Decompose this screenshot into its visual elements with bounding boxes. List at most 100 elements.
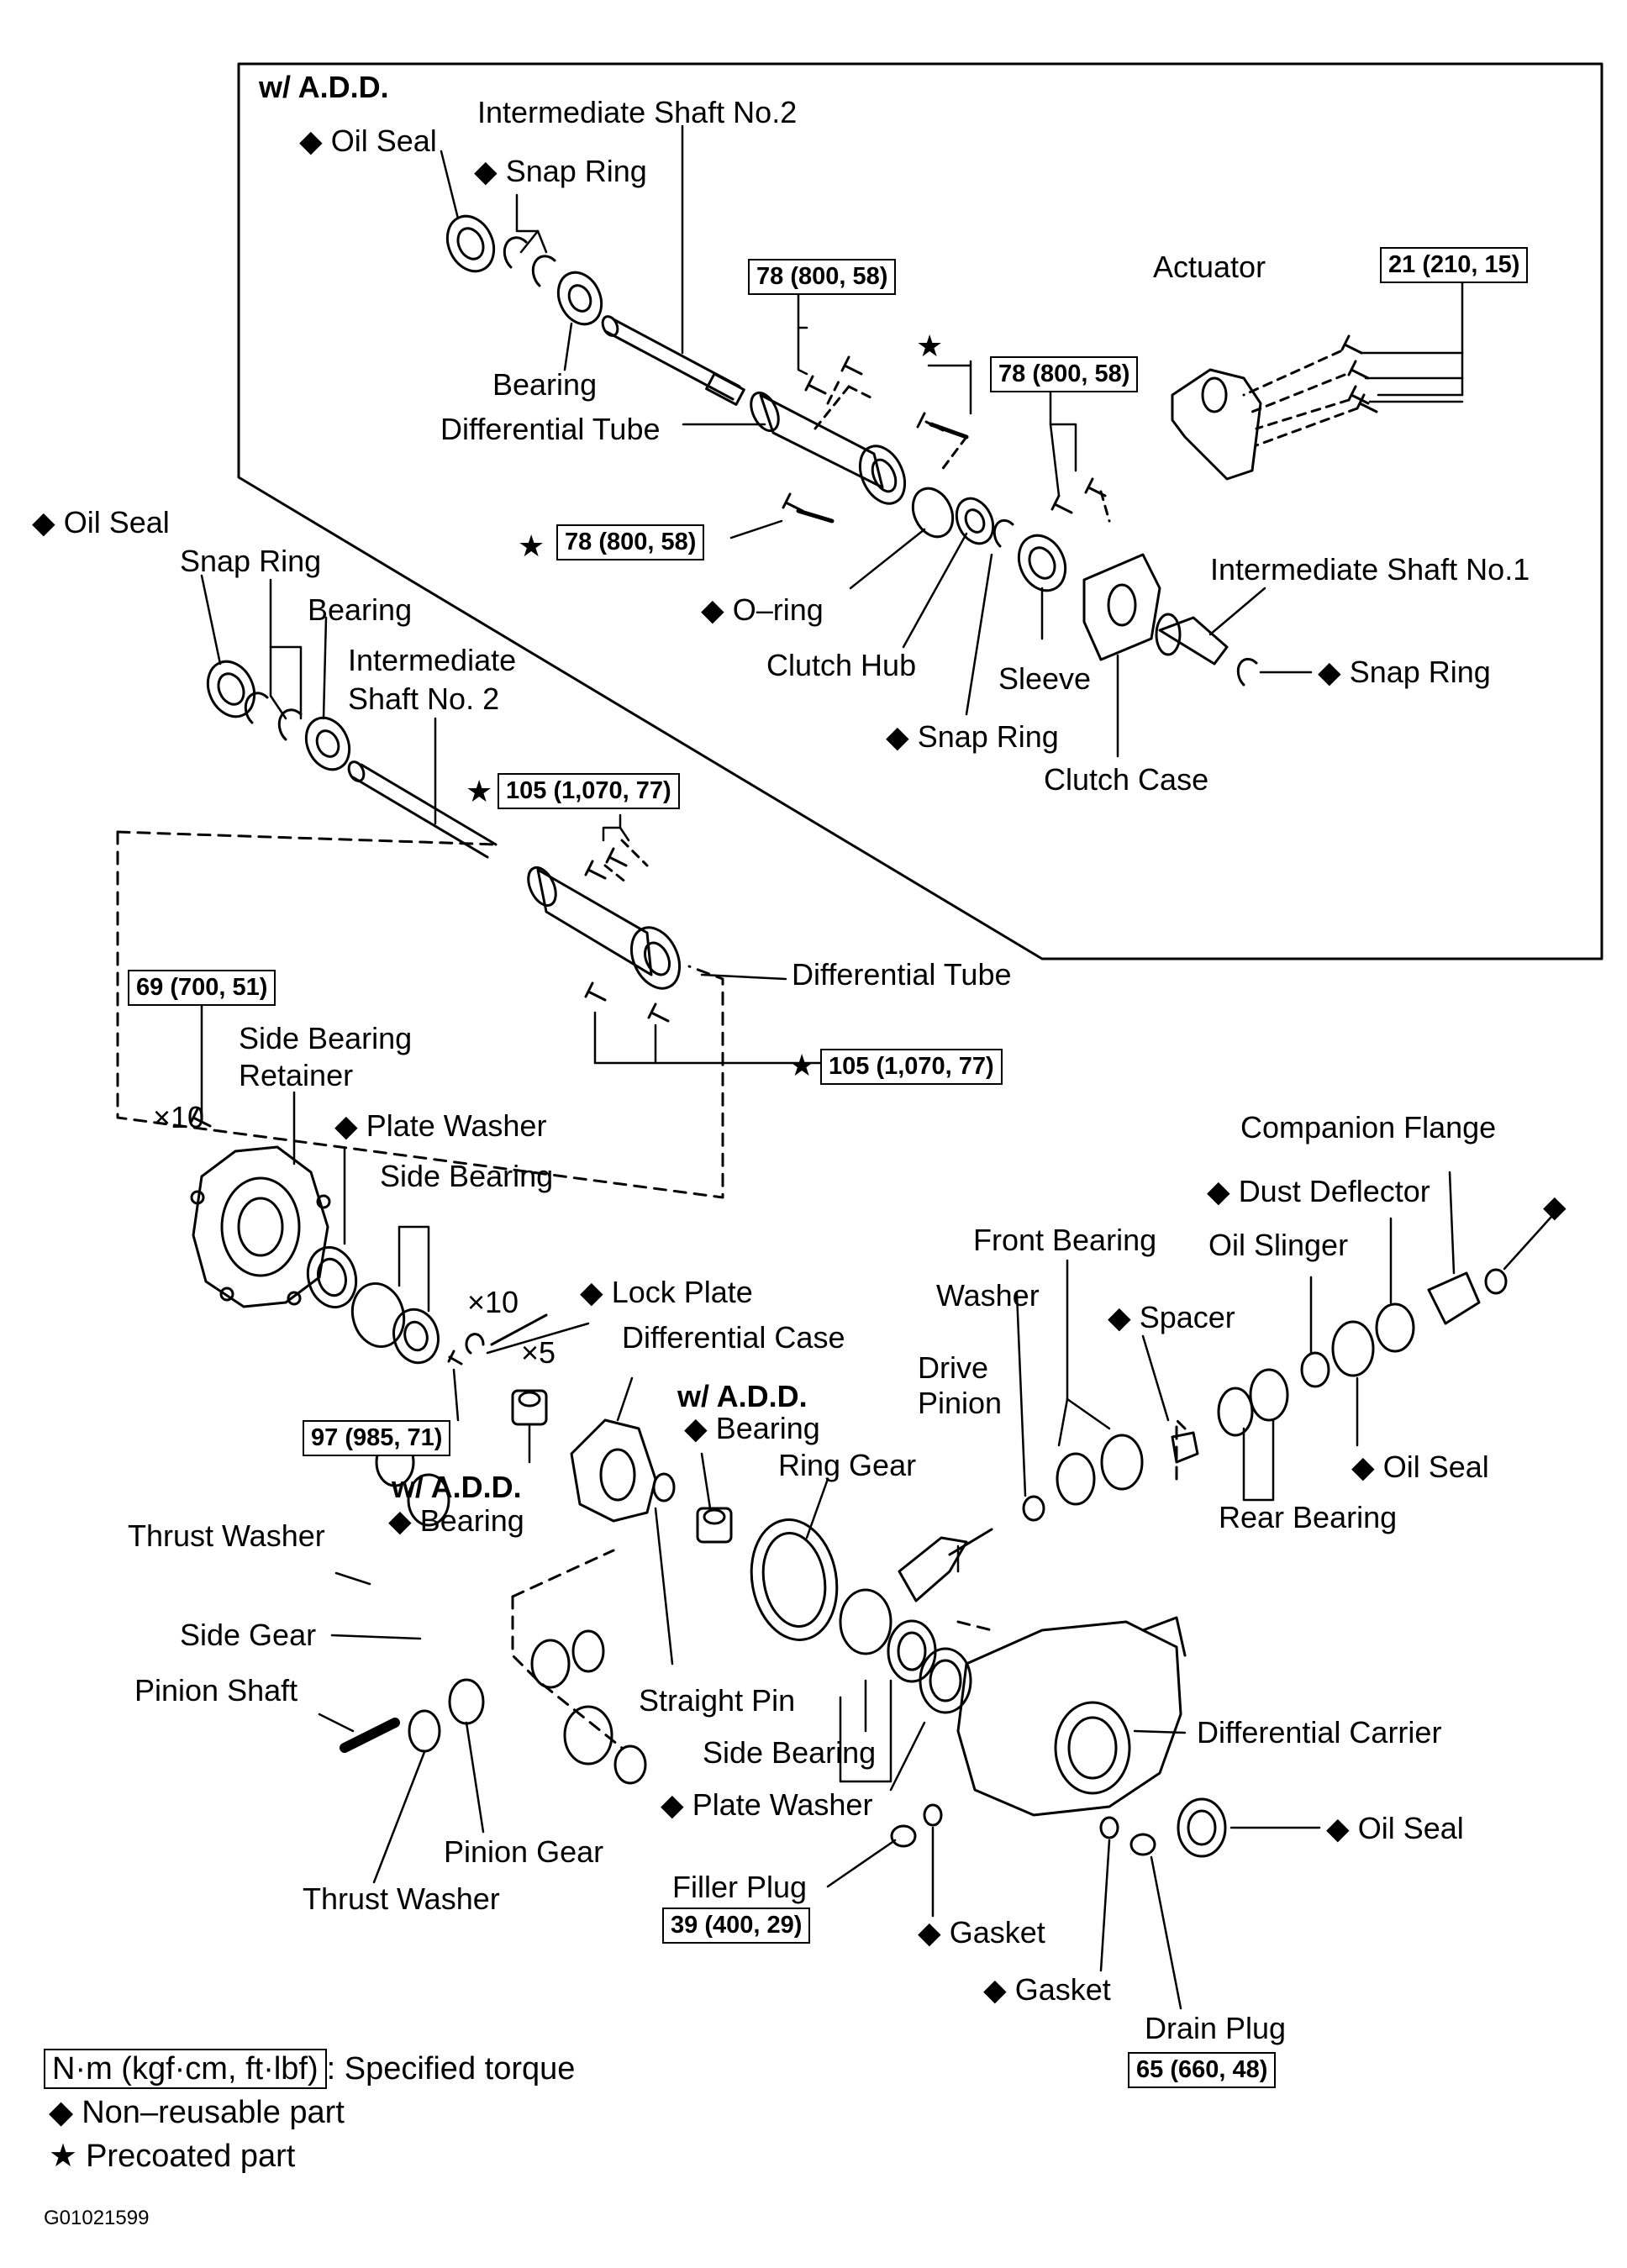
pinion-side-parts-drawing xyxy=(1022,1268,1508,1522)
bearing-wadd-mid-label: ◆Bearing xyxy=(684,1411,820,1445)
torque-105-a: 105 (1,070, 77) xyxy=(498,773,680,810)
sleeve-label: Sleeve xyxy=(998,661,1092,696)
torque-78-b: 78 (800, 58) xyxy=(990,356,1139,393)
drive-pinion-drawing xyxy=(898,1528,993,1602)
intermediate-shaft-2-mid-label-line2: Shaft No. 2 xyxy=(348,681,500,716)
top-oil-seal-drawing xyxy=(445,214,496,273)
actuator-drawing xyxy=(1171,334,1378,481)
bolt-count-x10-a: ×10 xyxy=(153,1100,205,1134)
intermediate-shaft-1-label: Intermediate Shaft No.1 xyxy=(1210,552,1530,587)
oil-seal-left-label: ◆Oil Seal xyxy=(32,505,170,539)
wadd-top-title: w/ A.D.D. xyxy=(259,70,389,104)
legend-unit-desc: : Specified torque xyxy=(326,2051,576,2086)
filler-plug-label: Filler Plug xyxy=(672,1870,808,1904)
plate-washer-top-drawing xyxy=(306,1245,358,1309)
ring-gear-drawing xyxy=(750,1518,839,1641)
torque-69: 69 (700, 51) xyxy=(128,970,276,1007)
bearing-top-label: Bearing xyxy=(492,367,598,402)
bearing-wadd-low-label: ◆Bearing xyxy=(388,1503,524,1538)
differential-gears-drawing xyxy=(340,1437,647,1785)
lock-plate-and-bolts-drawing xyxy=(447,1313,548,1366)
drain-plug-label: Drain Plug xyxy=(1145,2011,1287,2045)
clutch-case-label: Clutch Case xyxy=(1044,762,1209,797)
gasket-b-label: ◆Gasket xyxy=(983,1972,1111,2007)
drive-pinion-label-line2: Pinion xyxy=(918,1386,1003,1420)
snap-ring-right-label: ◆Snap Ring xyxy=(1318,655,1491,689)
top-bolts-drawing xyxy=(782,355,969,524)
companion-flange-label: Companion Flange xyxy=(1240,1110,1497,1145)
plate-washer-top-label: ◆Plate Washer xyxy=(334,1108,547,1143)
differential-tube-top-drawing xyxy=(750,385,907,505)
washer-label: Washer xyxy=(936,1278,1040,1313)
right-snap-ring-drawing xyxy=(1236,657,1258,687)
differential-case-label: Differential Case xyxy=(622,1320,845,1355)
plate-washer-low-drawing xyxy=(919,1647,972,1714)
front-bearing-label: Front Bearing xyxy=(973,1223,1157,1257)
side-bearing-low-label: Side Bearing xyxy=(703,1735,877,1770)
top-snap-rings-drawing xyxy=(503,236,556,287)
leader-lines xyxy=(200,124,1561,2010)
figure-code: G01021599 xyxy=(44,2207,150,2229)
wadd-low-title: w/ A.D.D. xyxy=(392,1470,522,1504)
left-bearing-drawing xyxy=(304,716,351,771)
torque-78-a: 78 (800, 58) xyxy=(748,259,897,296)
intermediate-shaft-2-top-drawing xyxy=(601,315,745,406)
top-bearing-drawing xyxy=(556,271,603,326)
torque-78-c: 78 (800, 58) xyxy=(556,524,705,561)
precoated-mark-78: ★ xyxy=(518,529,545,563)
legend-unit-box: N·m (kgf·cm, ft·lbf) xyxy=(44,2049,327,2089)
bottom-oil-seal-drawing xyxy=(1177,1797,1227,1858)
pinion-shaft-label: Pinion Shaft xyxy=(134,1673,298,1708)
clutch-hub-drawing xyxy=(955,497,995,545)
side-bearing-retainer-label-line1: Side Bearing xyxy=(239,1021,413,1055)
differential-tube-mid-label: Differential Tube xyxy=(792,957,1012,992)
bolt-count-x10-b: ×10 xyxy=(467,1285,519,1319)
differential-tube-top-label: Differential Tube xyxy=(440,412,661,446)
oil-slinger-label: Oil Slinger xyxy=(1208,1228,1349,1262)
intermediate-shaft-2-mid-label-line1: Intermediate xyxy=(348,643,517,677)
add-bearing-low-drawing xyxy=(696,1507,733,1544)
plate-washer-low-label: ◆Plate Washer xyxy=(661,1787,873,1822)
bolt-count-x5: ×5 xyxy=(521,1335,556,1370)
add-bearing-mid-drawing xyxy=(511,1389,548,1426)
intermediate-shaft-1-drawing xyxy=(1155,613,1229,666)
case-dashed-outline xyxy=(511,1595,624,1750)
clutch-hub-label: Clutch Hub xyxy=(766,648,917,682)
mid-snap-ring-drawing xyxy=(993,518,1014,548)
clutch-case-drawing xyxy=(1050,477,1161,661)
oil-seal-right-label: ◆Oil Seal xyxy=(1351,1450,1489,1484)
snap-ring-left-label: Snap Ring xyxy=(180,544,322,578)
wadd-group-outline xyxy=(237,62,1603,960)
side-bearing-retainer-label-line2: Retainer xyxy=(239,1058,354,1092)
torque-39: 39 (400, 29) xyxy=(662,1908,811,1944)
drive-pinion-label-line1: Drive xyxy=(918,1350,989,1385)
precoated-mark-top: ★ xyxy=(916,329,944,363)
side-bearing-top-label: Side Bearing xyxy=(380,1159,554,1193)
left-oil-seal-drawing xyxy=(206,660,256,718)
snap-ring-mid-label: ◆Snap Ring xyxy=(886,719,1059,754)
dust-deflector-label: ◆Dust Deflector xyxy=(1207,1174,1430,1208)
precoated-mark-105-a: ★ xyxy=(466,774,493,808)
snap-ring-top-label: ◆Snap Ring xyxy=(474,154,647,188)
bearing-left-label: Bearing xyxy=(308,592,413,627)
torque-21: 21 (210, 15) xyxy=(1380,247,1529,284)
actuator-label: Actuator xyxy=(1153,250,1266,284)
carrier-dashed-group-outline xyxy=(116,830,724,1199)
o-ring-label: ◆O–ring xyxy=(701,592,824,627)
precoated-mark-105-b: ★ xyxy=(788,1048,816,1082)
oil-seal-top-label: ◆Oil Seal xyxy=(299,124,437,158)
lock-plate-label: ◆Lock Plate xyxy=(580,1275,753,1309)
plugs-and-gaskets-drawing xyxy=(890,1803,1156,1856)
differential-tube-mid-drawing xyxy=(527,839,682,1023)
straight-pin-label: Straight Pin xyxy=(639,1683,796,1718)
torque-65: 65 (660, 48) xyxy=(1128,2052,1277,2089)
gasket-a-label: ◆Gasket xyxy=(918,1915,1045,1950)
side-gear-label: Side Gear xyxy=(180,1618,317,1652)
differential-carrier-label: Differential Carrier xyxy=(1197,1715,1442,1750)
torque-105-b: 105 (1,070, 77) xyxy=(820,1049,1003,1086)
legend-precoated: ★Precoated part xyxy=(49,2139,296,2174)
o-ring-drawing xyxy=(911,487,955,539)
pinion-gear-label: Pinion Gear xyxy=(444,1834,604,1869)
